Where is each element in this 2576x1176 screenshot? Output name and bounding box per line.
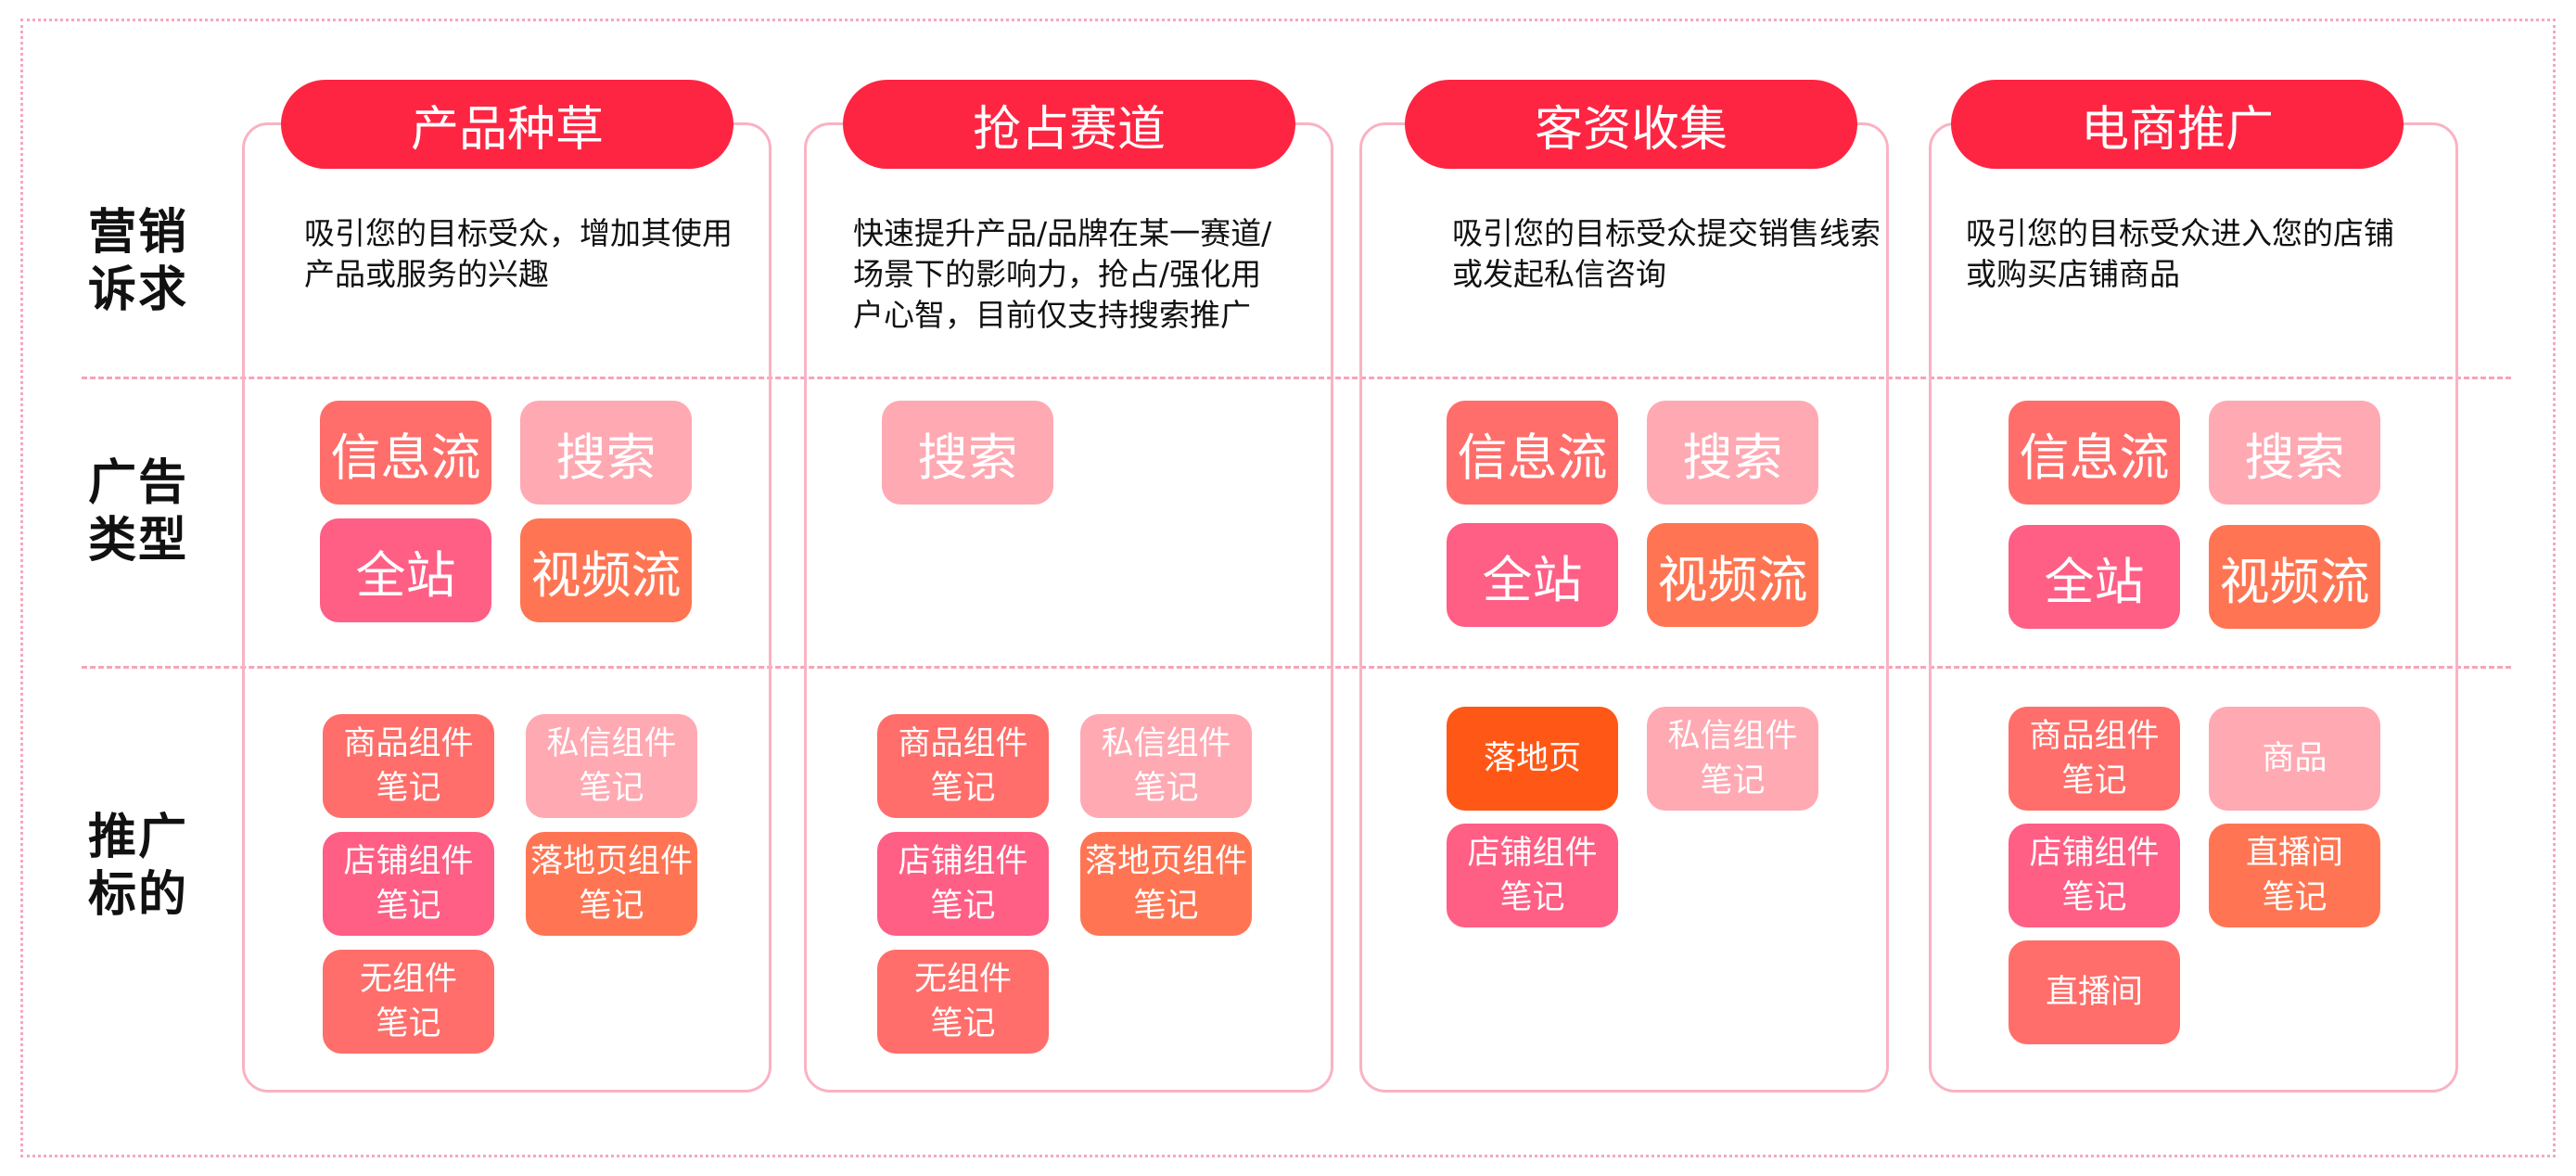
row-label-target: 推广 标的: [88, 809, 218, 924]
ad-type-video-feed: 视频流: [1647, 523, 1818, 627]
column-description-lead-collection: 吸引您的目标受众提交销售线索或发起私信咨询: [1452, 215, 1881, 292]
target-line1: 商品组件: [898, 725, 1028, 762]
column-title-lead-collection: 客资收集: [1405, 80, 1857, 169]
target-line2: 笔记: [376, 770, 441, 807]
target-line2: 笔记: [1700, 762, 1766, 799]
target-line1: 私信组件: [1667, 718, 1798, 755]
ad-type-search: 搜索: [520, 401, 692, 505]
column-description-ecommerce-promotion: 吸引您的目标受众进入您的店铺或购买店铺商品: [1966, 215, 2394, 292]
target-line2: 笔记: [930, 1005, 996, 1042]
target-line1: 私信组件: [546, 725, 677, 762]
target-line1: 店铺组件: [1467, 835, 1598, 872]
row-label-target-line1: 推广: [88, 810, 189, 865]
column-description-track-capture: 快速提升产品/品牌在某一赛道/场景下的影响力，抢占/强化用户心智，目前仅支持搜索…: [853, 215, 1272, 333]
ad-type-all-site: 全站: [1447, 523, 1618, 627]
target-store-component-note: 店铺组件 笔记: [877, 832, 1049, 936]
target-store-component-note: 店铺组件 笔记: [1447, 824, 1618, 927]
column-title-track-capture: 抢占赛道: [843, 80, 1295, 169]
target-product-component-note: 商品组件 笔记: [2009, 707, 2180, 811]
target-no-component-note: 无组件 笔记: [877, 950, 1049, 1054]
target-product-component-note: 商品组件 笔记: [323, 714, 494, 818]
outer-frame: [20, 19, 2556, 1157]
ad-type-feed: 信息流: [1447, 401, 1618, 505]
target-line1: 直播间: [2245, 835, 2343, 872]
target-line1: 无组件: [913, 961, 1012, 998]
ad-type-all-site: 全站: [320, 518, 491, 622]
ad-type-feed: 信息流: [2009, 401, 2180, 505]
target-line1: 店铺组件: [2029, 835, 2160, 872]
target-store-component-note: 店铺组件 笔记: [2009, 824, 2180, 927]
target-dm-component-note: 私信组件 笔记: [1080, 714, 1252, 818]
target-no-component-note: 无组件 笔记: [323, 950, 494, 1054]
target-landing-component-note: 落地页组件 笔记: [526, 832, 697, 936]
target-line2: 笔记: [2061, 879, 2127, 916]
target-line2: 笔记: [2262, 879, 2327, 916]
row-label-appeal-line1: 营销: [88, 205, 189, 261]
target-line1: 商品: [2262, 740, 2327, 777]
target-product: 商品: [2209, 707, 2380, 811]
target-line2: 笔记: [930, 770, 996, 807]
target-line1: 私信组件: [1101, 725, 1231, 762]
target-line1: 落地页组件: [529, 843, 693, 880]
target-line1: 商品组件: [2029, 718, 2160, 755]
target-line2: 笔记: [579, 888, 644, 925]
target-line1: 无组件: [359, 961, 457, 998]
target-line2: 笔记: [1499, 879, 1565, 916]
target-line1: 落地页组件: [1084, 843, 1247, 880]
row-label-ad-type-line1: 广告: [88, 455, 189, 511]
target-line2: 笔记: [2061, 762, 2127, 799]
row-label-target-line2: 标的: [88, 867, 189, 923]
row-label-ad-type: 广告 类型: [88, 454, 218, 569]
ad-type-feed: 信息流: [320, 401, 491, 505]
target-product-component-note: 商品组件 笔记: [877, 714, 1049, 818]
target-line2: 笔记: [1133, 888, 1199, 925]
column-title-ecommerce-promotion: 电商推广: [1951, 80, 2404, 169]
ad-type-search: 搜索: [882, 401, 1053, 505]
row-label-ad-type-line2: 类型: [88, 513, 189, 569]
target-live-room-note: 直播间 笔记: [2209, 824, 2380, 927]
target-dm-component-note: 私信组件 笔记: [1647, 707, 1818, 811]
row-label-appeal-line2: 诉求: [88, 262, 189, 318]
target-line2: 笔记: [930, 888, 996, 925]
target-line2: 笔记: [376, 888, 441, 925]
column-description-product-seeding: 吸引您的目标受众，增加其使用产品或服务的兴趣: [304, 215, 733, 292]
target-line1: 落地页: [1483, 740, 1581, 777]
target-line2: 笔记: [376, 1005, 441, 1042]
target-line1: 直播间: [2045, 974, 2143, 1011]
ad-type-all-site: 全站: [2009, 525, 2180, 629]
target-dm-component-note: 私信组件 笔记: [526, 714, 697, 818]
column-title-product-seeding: 产品种草: [281, 80, 733, 169]
target-line2: 笔记: [579, 770, 644, 807]
target-live-room: 直播间: [2009, 940, 2180, 1044]
row-label-appeal: 营销 诉求: [88, 204, 218, 319]
ad-type-search: 搜索: [2209, 401, 2380, 505]
row-divider-1: [82, 377, 2511, 379]
target-line1: 商品组件: [343, 725, 474, 762]
ad-type-search: 搜索: [1647, 401, 1818, 505]
ad-type-video-feed: 视频流: [2209, 525, 2380, 629]
target-line1: 店铺组件: [898, 843, 1028, 880]
row-divider-2: [82, 666, 2511, 669]
target-landing-component-note: 落地页组件 笔记: [1080, 832, 1252, 936]
target-line2: 笔记: [1133, 770, 1199, 807]
ad-type-video-feed: 视频流: [520, 518, 692, 622]
target-landing-page: 落地页: [1447, 707, 1618, 811]
target-line1: 店铺组件: [343, 843, 474, 880]
target-store-component-note: 店铺组件 笔记: [323, 832, 494, 936]
